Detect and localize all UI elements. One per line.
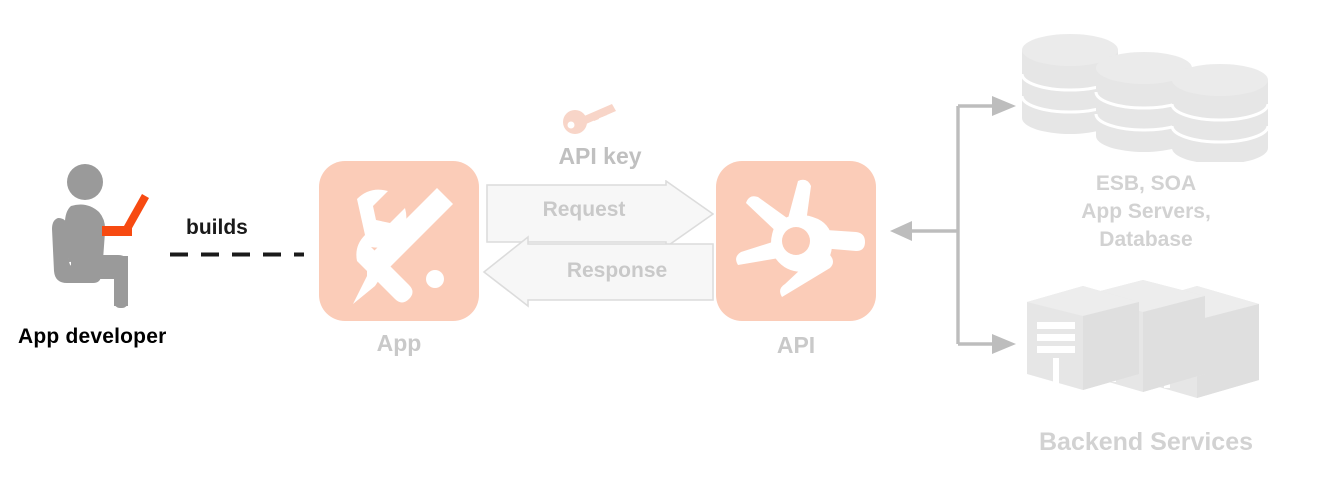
api-star-burst-icon — [736, 179, 865, 297]
request-label: Request — [542, 198, 626, 221]
arrow-to-api — [890, 221, 912, 241]
arrow-to-database — [992, 96, 1016, 116]
app-developer-icon — [40, 160, 180, 310]
api-node-label: API — [776, 332, 816, 358]
app-node-label: App — [376, 330, 422, 356]
api-key-label: API key — [558, 143, 642, 169]
arrow-to-servers — [992, 334, 1016, 354]
database-label-line-3: Database — [1099, 228, 1193, 251]
app-node[interactable] — [319, 161, 479, 321]
api-node[interactable] — [716, 161, 876, 321]
response-label: Response — [566, 259, 668, 282]
server-rack-icon — [1025, 280, 1259, 402]
database-stack-icon — [1020, 34, 1272, 164]
response-arrow — [482, 234, 714, 308]
seated-developer-icon — [52, 164, 149, 308]
app-developer-label: App developer — [18, 325, 167, 348]
database-label-line-2: App Servers, — [1081, 200, 1211, 223]
key-icon — [562, 100, 618, 136]
database-label-line-1: ESB, SOA — [1095, 172, 1197, 195]
backend-services-label: Backend Services — [1038, 428, 1254, 456]
wrench-and-pencil-icon — [353, 188, 453, 304]
request-arrow — [486, 179, 715, 249]
backend-connector-lines — [888, 90, 1018, 360]
database-node-label: ESB, SOA App Servers, Database — [1030, 170, 1262, 254]
builds-dashed-line — [170, 244, 304, 257]
builds-label: builds — [186, 216, 248, 239]
